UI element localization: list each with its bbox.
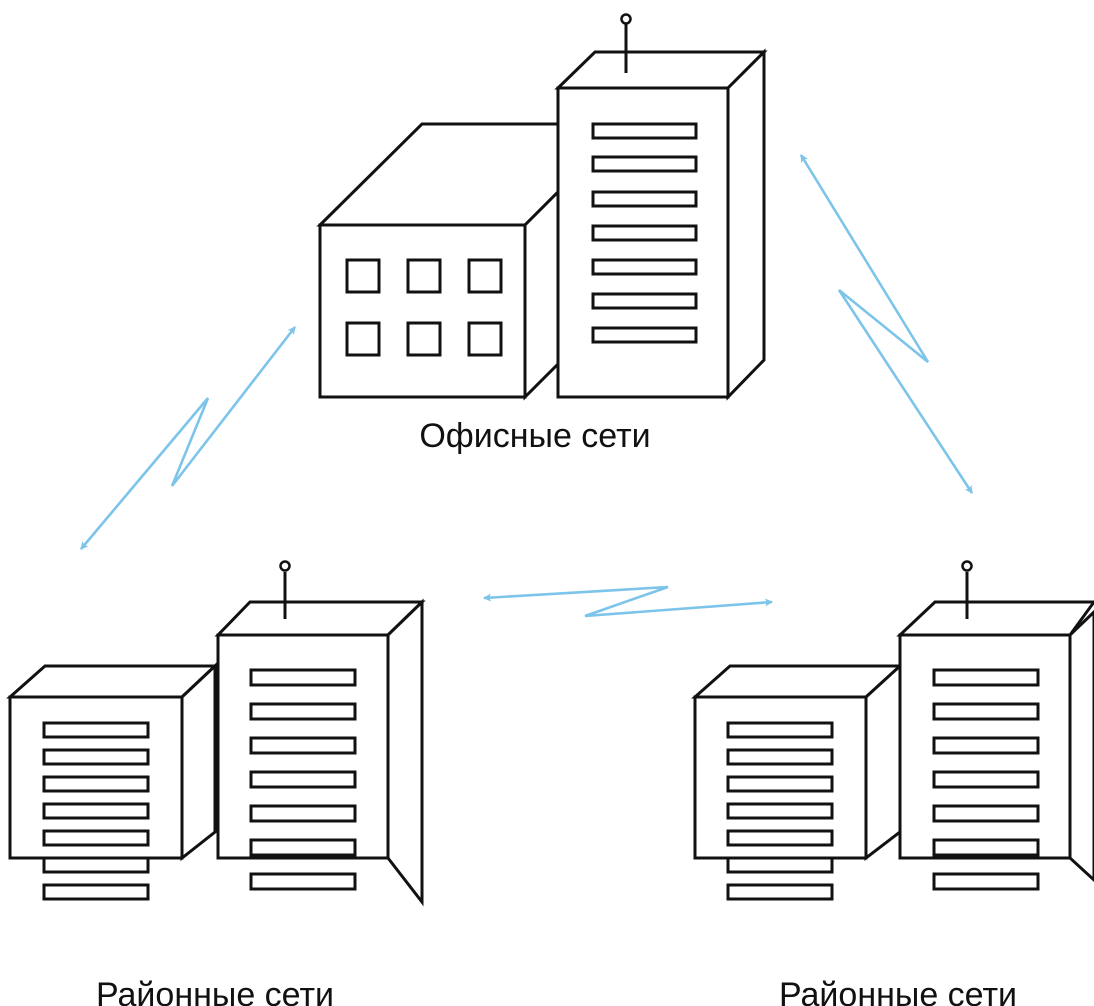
floor-slot — [42, 829, 150, 847]
floor-slot — [42, 856, 150, 874]
district-right-tall-building — [896, 560, 1094, 891]
wireless-links — [80, 154, 974, 618]
floor-slot — [591, 190, 698, 208]
building-side — [1068, 609, 1094, 883]
floor-slot — [249, 838, 357, 857]
office-low-roof — [316, 122, 562, 227]
antenna-icon — [620, 13, 632, 73]
building-floors — [42, 721, 150, 901]
floor-slot — [42, 802, 150, 820]
floor-slot — [932, 872, 1040, 891]
floor-slot — [249, 872, 357, 891]
building-side — [180, 662, 217, 862]
floor-slot — [726, 802, 834, 820]
floor-slot — [932, 838, 1040, 857]
floor-slot — [42, 748, 150, 766]
floor-slot — [591, 224, 698, 242]
floor-slot — [42, 775, 150, 793]
district-left-small-building — [6, 662, 219, 901]
floor-slot — [249, 736, 357, 755]
office-tower — [554, 13, 768, 401]
office-window-grid — [345, 258, 503, 357]
building-floors — [726, 721, 834, 901]
office-window — [467, 258, 503, 294]
floor-slot — [726, 775, 834, 793]
floor-slot — [591, 326, 698, 344]
office-building-group — [316, 13, 768, 401]
floor-slot — [591, 155, 698, 173]
link-office-to-district-left — [80, 326, 297, 550]
office-tower-side — [726, 48, 766, 401]
floor-slot — [42, 883, 150, 901]
floor-slot — [932, 804, 1040, 823]
building-side — [864, 662, 902, 862]
antenna-icon — [279, 560, 291, 619]
floor-slot — [932, 702, 1040, 721]
floor-slot — [726, 748, 834, 766]
office-window — [406, 321, 442, 357]
floor-slot — [249, 804, 357, 823]
district-left-building-group — [6, 560, 426, 907]
floor-slot — [249, 668, 357, 687]
floor-slot — [726, 856, 834, 874]
link-office-to-district-right — [799, 154, 974, 494]
floor-slot — [591, 122, 698, 140]
office-tower-floors — [591, 122, 698, 344]
floor-slot — [42, 721, 150, 739]
floor-slot — [726, 829, 834, 847]
office-window — [467, 321, 503, 357]
floor-slot — [591, 292, 698, 310]
office-networks-label: Офисные сети — [419, 417, 650, 455]
office-low-front — [318, 223, 527, 399]
district-left-label: Районные сети — [96, 976, 334, 1006]
office-low-building — [316, 122, 562, 401]
office-window — [406, 258, 442, 294]
building-floors — [249, 668, 357, 891]
district-right-label: Районные сети — [779, 976, 1017, 1006]
floor-slot — [932, 770, 1040, 789]
district-right-small-building — [691, 662, 904, 901]
floor-slot — [726, 721, 834, 739]
building-roof — [896, 600, 1094, 637]
building-roof — [6, 664, 219, 699]
building-floors — [932, 668, 1040, 891]
office-window — [345, 258, 381, 294]
district-right-building-group — [691, 560, 1094, 901]
floor-slot — [249, 702, 357, 721]
building-side — [386, 598, 424, 907]
office-window — [345, 321, 381, 357]
link-district-left-to-district-right — [483, 585, 773, 618]
district-left-tall-building — [214, 560, 426, 907]
office-low-side — [523, 186, 562, 401]
floor-slot — [591, 258, 698, 276]
antenna-icon — [961, 560, 973, 619]
floor-slot — [249, 770, 357, 789]
floor-slot — [932, 736, 1040, 755]
floor-slot — [726, 883, 834, 901]
floor-slot — [932, 668, 1040, 687]
